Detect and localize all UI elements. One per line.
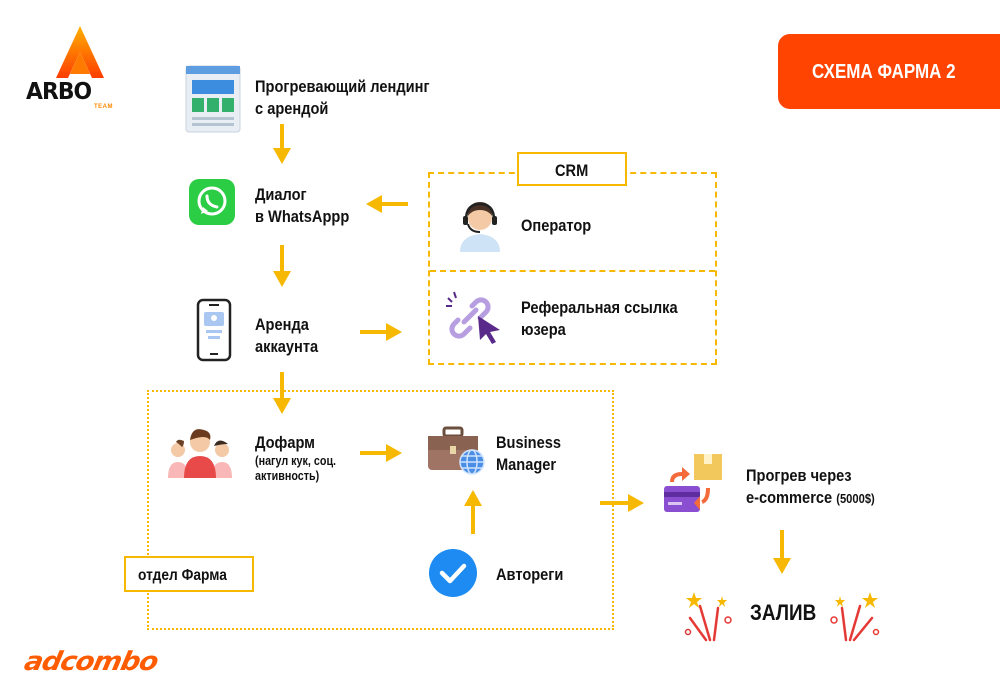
dofarm-label-3: активность): [255, 469, 320, 483]
farm-label: отдел Фарма: [138, 567, 227, 584]
page-title: СХЕМА ФАРМА 2: [812, 61, 956, 83]
arrow-landing-to-whatsapp: [273, 124, 291, 164]
whatsapp-label-1: Диалог: [255, 185, 307, 204]
ecommerce-label-main: e-commerce: [746, 488, 833, 507]
landing-page-icon: [184, 64, 242, 134]
crm-label: CRM: [555, 161, 589, 180]
arbo-logo: [20, 22, 140, 117]
launch-label: ЗАЛИВ: [750, 600, 817, 625]
bm-label-1: Business: [496, 433, 562, 452]
payment-box-icon: [662, 452, 726, 516]
operator-headset-icon: [454, 196, 506, 252]
farm-group-box: [147, 390, 614, 630]
rent-label-1: Аренда: [255, 315, 309, 334]
referral-label-2: юзера: [521, 320, 566, 339]
arrow-dofarm-to-bm: [360, 444, 402, 462]
briefcase-globe-icon: [426, 426, 486, 476]
autoreg-label: Автореги: [496, 565, 564, 584]
check-badge-icon: [428, 548, 478, 598]
arrow-autoreg-to-bm: [464, 490, 482, 534]
referral-label-1: Реферальная ссылка: [521, 298, 678, 317]
rent-label-2: аккаунта: [255, 337, 319, 356]
arbo-logo-subtext: TEAM: [94, 104, 113, 110]
fireworks-icon: [682, 586, 738, 642]
adcombo-logo: adcombo: [21, 647, 161, 677]
people-group-icon: [166, 426, 234, 478]
arbo-logo-mark-icon: [56, 26, 104, 78]
dofarm-label-2: (нагул кук, соц.: [255, 454, 337, 468]
operator-label: Оператор: [521, 216, 592, 235]
ecommerce-label-2: e-commerce (5000$): [746, 487, 875, 510]
title-badge: [778, 34, 1000, 109]
ecommerce-label-1: Прогрев через: [746, 466, 852, 485]
dofarm-label-1: Дофарм: [255, 433, 316, 452]
whatsapp-icon: [189, 179, 235, 225]
arrow-whatsapp-to-rent: [273, 245, 291, 287]
link-cursor-icon: [446, 290, 504, 344]
landing-label-1: Прогревающий лендинг: [255, 77, 430, 96]
crm-tag: [517, 152, 627, 186]
arrow-operator-to-whatsapp: [366, 195, 408, 213]
arrow-ecommerce-to-launch: [773, 530, 791, 574]
smartphone-icon: [196, 298, 232, 362]
farm-tag: [124, 556, 254, 592]
fireworks-icon-right: [826, 586, 882, 642]
bm-label-2: Manager: [496, 455, 557, 474]
arrow-rent-to-dofarm: [273, 372, 291, 414]
ecommerce-label-amount: (5000$): [836, 491, 875, 506]
crm-divider: [430, 270, 715, 272]
arrow-farm-to-ecommerce: [600, 494, 644, 512]
arrow-rent-to-referral: [360, 323, 402, 341]
whatsapp-label-2: в WhatsAppp: [255, 207, 350, 226]
landing-label-2: с арендой: [255, 99, 329, 118]
arbo-logo-text: ARBO: [26, 79, 92, 105]
